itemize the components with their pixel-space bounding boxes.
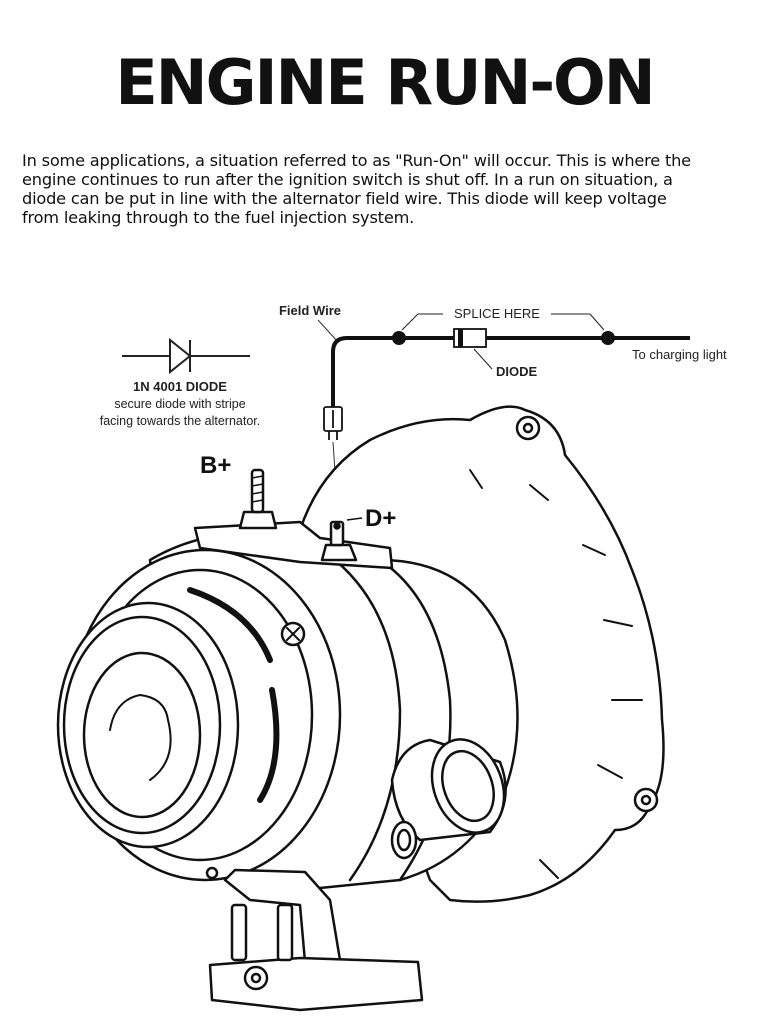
field-wire-connector: [323, 406, 343, 440]
diode-leader: [473, 348, 493, 370]
intro-line: In some applications, a situation referr…: [22, 151, 691, 170]
pipe-mount-hole: [390, 820, 418, 860]
b-plus-label: B+: [200, 452, 231, 479]
bracket-foot: [208, 956, 424, 1012]
splice-bracket: [401, 313, 605, 331]
diode-symbol: [122, 337, 250, 375]
field-wire-leader: [317, 319, 339, 343]
intro-line: from leaking through to the fuel injecti…: [22, 208, 415, 227]
splice-label: SPLICE HERE: [454, 306, 540, 321]
d-plus-leader: [346, 517, 363, 521]
field-wire: [331, 336, 455, 418]
intro-line: diode can be put in line with the altern…: [22, 189, 667, 208]
intro-line: engine continues to run after the igniti…: [22, 170, 673, 189]
alternator-drawing: [56, 405, 665, 1012]
pulley-hub: [82, 651, 202, 819]
diode-note-line: secure diode with stripe: [114, 397, 245, 411]
splice-point-left: [392, 331, 406, 345]
diode-label: DIODE: [496, 364, 538, 379]
d-plus-terminal: [320, 543, 358, 562]
page-title: ENGINE RUN-ON: [115, 46, 655, 119]
b-plus-terminal: [238, 510, 278, 530]
shroud-bolt-right: [633, 787, 659, 813]
diode-stripe: [458, 329, 463, 347]
intro-paragraph: In some applications, a situation referr…: [22, 151, 757, 227]
shroud-bolt-top: [515, 415, 541, 441]
diode-part-label: 1N 4001 DIODE: [133, 379, 227, 394]
splice-point-right: [601, 331, 615, 345]
charging-light-label: To charging light: [632, 347, 727, 362]
diode-note-line: facing towards the alternator.: [100, 414, 261, 428]
d-plus-label: D+: [365, 505, 396, 532]
field-wire-label: Field Wire: [279, 303, 341, 318]
